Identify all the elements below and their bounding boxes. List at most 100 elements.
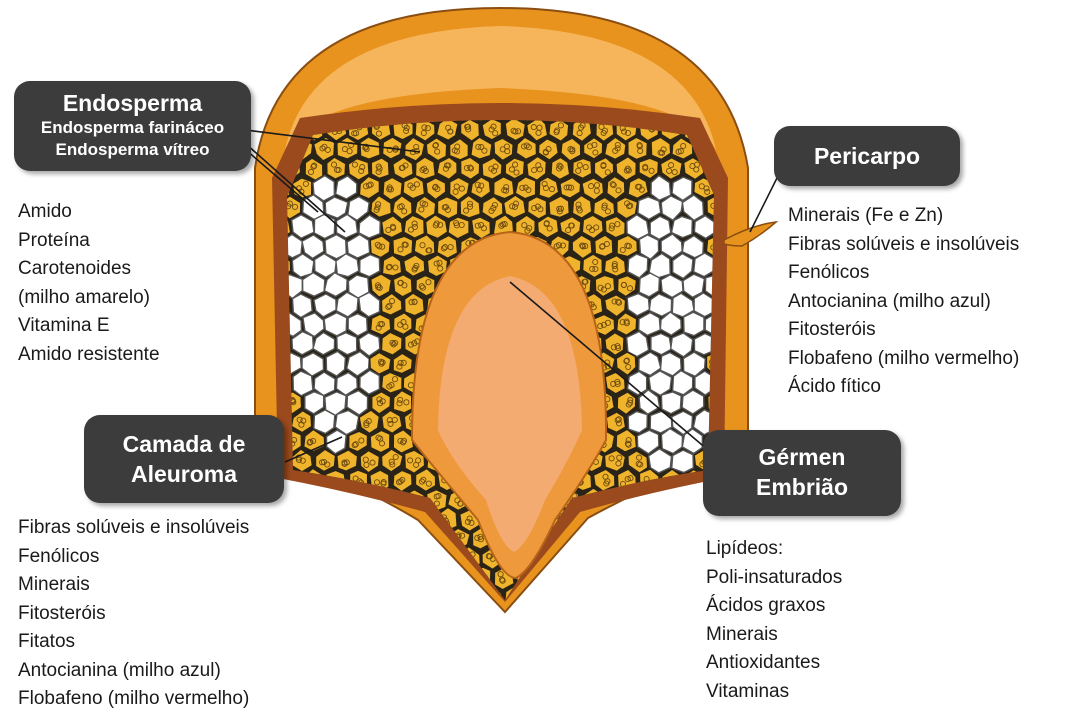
endosperm-cell — [605, 527, 626, 550]
starch-granule — [288, 595, 293, 600]
starch-granule — [377, 514, 382, 519]
starch-granule — [353, 592, 358, 597]
starch-granule — [665, 560, 670, 565]
starch-granule — [654, 611, 659, 616]
endosperm-cell — [371, 314, 391, 335]
starch-granule — [379, 595, 384, 600]
starch-granule — [382, 596, 387, 601]
starch-granule — [446, 595, 451, 600]
endosperm-cell — [672, 527, 694, 550]
endosperm-cell — [337, 568, 357, 590]
starch-granule — [598, 555, 603, 560]
starch-granule — [577, 554, 582, 559]
starch-granule — [654, 540, 659, 545]
aleuroma-title-2: Aleuroma — [84, 459, 284, 489]
starch-granule — [601, 520, 606, 525]
starch-granule — [621, 516, 626, 521]
starch-granule — [672, 597, 677, 602]
starch-granule — [437, 573, 442, 578]
starch-granule — [323, 494, 328, 499]
starch-granule — [445, 558, 450, 563]
endosperm-cell — [292, 567, 314, 590]
endosperma-label-box: Endosperma Endosperma farináceo Endosper… — [14, 81, 251, 171]
starch-granule — [297, 537, 302, 542]
starch-granule — [549, 575, 554, 580]
starch-granule — [660, 575, 665, 580]
endosperm-cell — [360, 255, 380, 277]
starch-granule — [650, 521, 655, 526]
pericarpo-item: Ácido fítico — [788, 373, 1019, 402]
starch-granule — [453, 613, 458, 618]
starch-granule — [454, 614, 459, 619]
starch-granule — [368, 501, 373, 506]
endosperma-title: Endosperma — [14, 89, 251, 117]
endosperm-cell — [471, 606, 491, 629]
starch-granule — [347, 538, 352, 543]
starch-granule — [644, 597, 649, 602]
starch-granule — [632, 574, 637, 579]
starch-granule — [646, 555, 651, 560]
endosperm-cell — [683, 586, 704, 608]
starch-granule — [287, 514, 292, 519]
endosperm-cell — [293, 371, 313, 396]
endosperm-cell — [427, 566, 448, 588]
starch-granule — [386, 613, 391, 618]
starch-granule — [615, 580, 620, 585]
endosperm-cell — [561, 605, 580, 628]
starch-granule — [600, 519, 605, 524]
endosperma-item: Amido resistente — [18, 341, 160, 370]
starch-granule — [671, 557, 676, 562]
starch-granule — [276, 538, 281, 543]
starch-granule — [324, 575, 329, 580]
starch-granule — [279, 610, 284, 615]
starch-granule — [412, 541, 417, 546]
starch-granule — [626, 513, 631, 518]
starch-granule — [289, 592, 294, 597]
endosperm-cell — [573, 587, 592, 609]
starch-granule — [600, 552, 605, 557]
starch-granule — [598, 552, 603, 557]
starch-granule — [393, 540, 398, 545]
starch-granule — [615, 616, 620, 621]
starch-granule — [590, 616, 595, 621]
endosperm-cell — [639, 509, 660, 531]
starch-granule — [635, 574, 640, 579]
starch-granule — [570, 616, 575, 621]
starch-granule — [280, 577, 285, 582]
starch-granule — [647, 557, 652, 562]
starch-granule — [446, 599, 451, 604]
aleuroma-title-1: Camada de — [84, 429, 284, 459]
starch-granule — [661, 573, 666, 578]
starch-granule — [420, 596, 425, 601]
starch-granule — [464, 596, 469, 601]
aleuroma-item: Fitatos — [18, 628, 249, 657]
starch-granule — [649, 514, 654, 519]
starch-granule — [645, 593, 650, 598]
starch-granule — [560, 596, 565, 601]
endosperm-cell — [304, 586, 323, 609]
starch-granule — [610, 535, 615, 540]
starch-granule — [557, 558, 562, 563]
endosperm-cell — [392, 586, 414, 610]
endosperm-cell — [650, 528, 670, 551]
starch-granule — [357, 520, 362, 525]
aleuroma-item: Fenólicos — [18, 543, 249, 572]
germen-title-1: Gérmen — [703, 442, 901, 472]
starch-granule — [688, 596, 693, 601]
starch-granule — [419, 555, 424, 560]
starch-granule — [614, 535, 619, 540]
endosperm-cell — [606, 566, 625, 589]
endosperm-cell — [427, 606, 448, 627]
endosperm-cell — [326, 587, 346, 609]
endosperm-cell — [572, 546, 592, 568]
starch-granule — [315, 518, 320, 523]
endosperm-cell — [382, 527, 401, 549]
starch-granule — [371, 612, 376, 617]
starch-granule — [308, 516, 313, 521]
endosperm-cell — [271, 527, 290, 550]
starch-granule — [655, 495, 660, 500]
starch-granule — [569, 572, 574, 577]
endosperm-cell — [451, 605, 469, 628]
starch-granule — [665, 559, 670, 564]
starch-granule — [324, 538, 329, 543]
